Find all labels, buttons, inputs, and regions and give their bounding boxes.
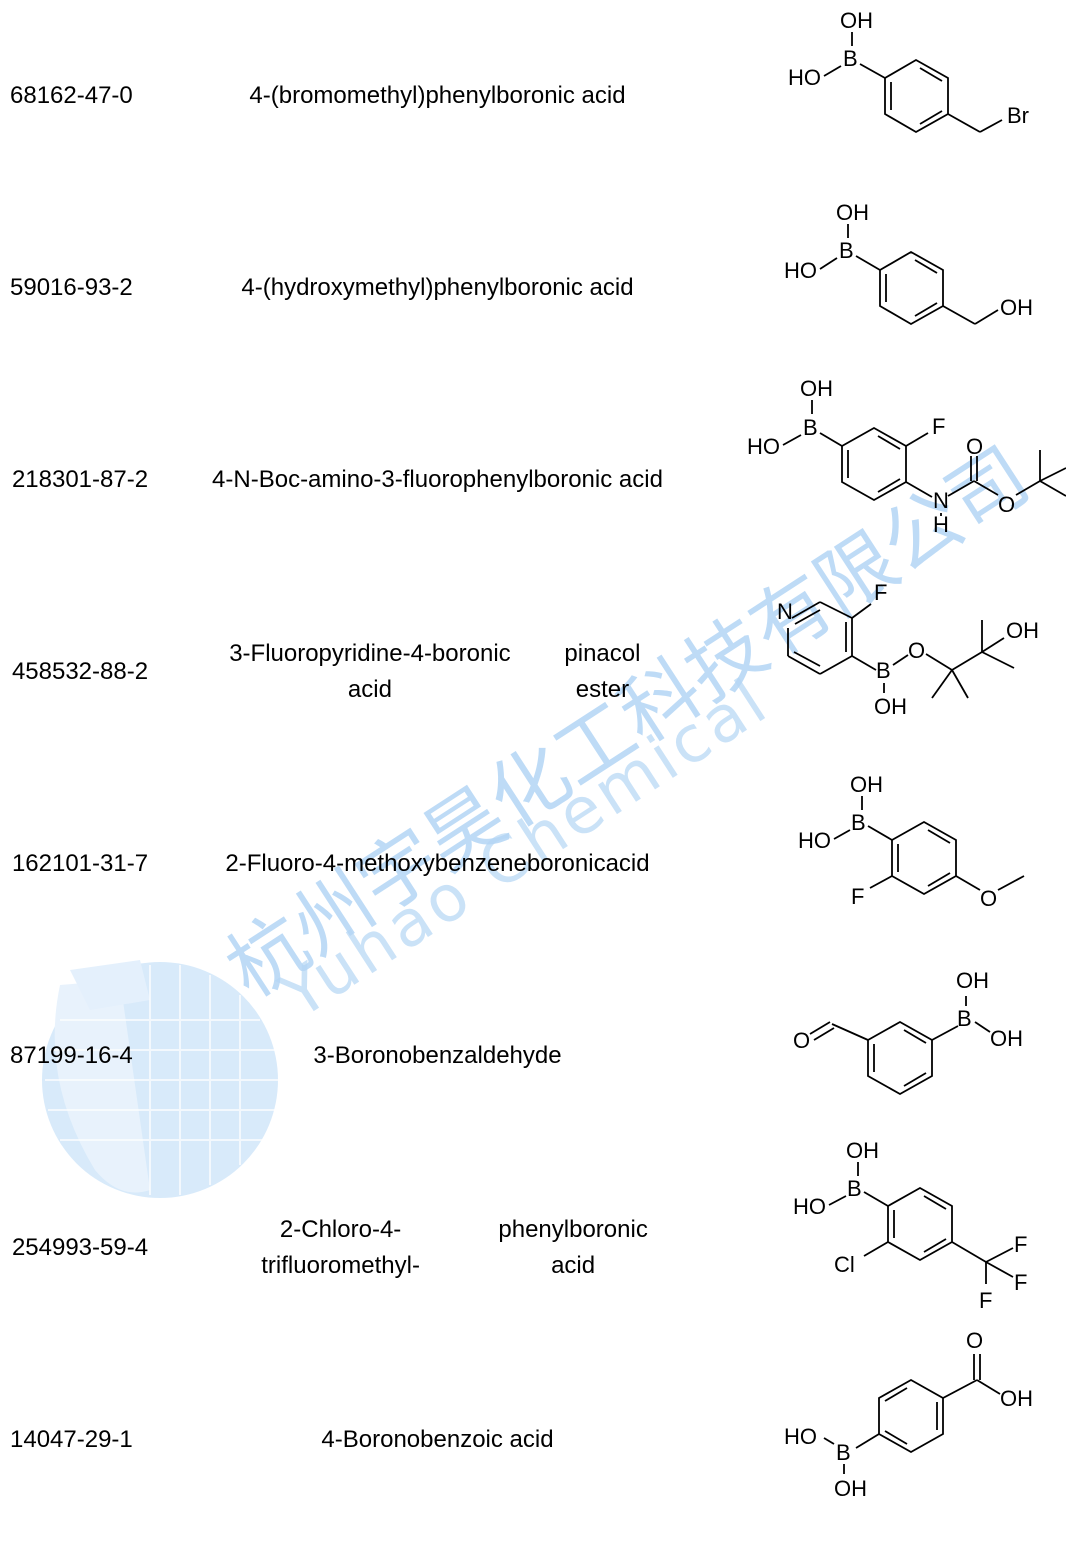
svg-text:OH: OH bbox=[846, 1138, 879, 1163]
structure-3-fluoropyridine-4-boronic-acid-pinacol-ester: N F B OH O OH bbox=[730, 576, 1066, 768]
svg-text:B: B bbox=[843, 46, 858, 71]
svg-text:OH: OH bbox=[956, 968, 989, 993]
structure-4-hydroxymethylphenylboronic-acid: OH B HO OH bbox=[730, 192, 1066, 384]
svg-text:Br: Br bbox=[1007, 103, 1029, 128]
svg-text:HO: HO bbox=[784, 1424, 817, 1449]
svg-text:OH: OH bbox=[834, 1476, 867, 1501]
cas-number: 218301-87-2 bbox=[11, 466, 149, 493]
svg-text:O: O bbox=[966, 1328, 983, 1353]
svg-text:OH: OH bbox=[990, 1026, 1023, 1051]
svg-text:F: F bbox=[932, 414, 945, 439]
cas-number: 458532-88-2 bbox=[11, 658, 149, 685]
svg-text:HO: HO bbox=[747, 434, 780, 459]
svg-text:O: O bbox=[908, 638, 925, 663]
svg-text:O: O bbox=[966, 434, 983, 459]
cas-number: 254993-59-4 bbox=[11, 1234, 149, 1261]
svg-text:Cl: Cl bbox=[834, 1252, 855, 1277]
compound-name: 3-Fluoropyridine-4-boronic acid pinacol … bbox=[229, 640, 641, 703]
compound-row: 458532-88-2 3-Fluoropyridine-4-boronic a… bbox=[0, 576, 1066, 768]
compound-row: 87199-16-4 3-Boronobenzaldehyde O B OH O… bbox=[0, 960, 1066, 1152]
svg-text:HO: HO bbox=[793, 1194, 826, 1219]
structure-4-n-boc-amino-3-fluorophenylboronic-acid: OH B HO F N H O O bbox=[730, 376, 1066, 576]
structure-2-chloro-4-trifluoromethylphenylboronic-acid: OH B HO Cl F F F bbox=[730, 1138, 1066, 1344]
svg-text:F: F bbox=[874, 580, 887, 605]
svg-text:HO: HO bbox=[784, 258, 817, 283]
svg-text:B: B bbox=[876, 658, 891, 683]
svg-text:OH: OH bbox=[1006, 618, 1039, 643]
svg-text:OH: OH bbox=[840, 8, 873, 33]
svg-text:B: B bbox=[847, 1176, 862, 1201]
svg-text:F: F bbox=[1014, 1270, 1027, 1295]
svg-text:F: F bbox=[1014, 1232, 1027, 1257]
svg-text:OH: OH bbox=[836, 200, 869, 225]
svg-text:N: N bbox=[777, 599, 793, 624]
svg-text:B: B bbox=[839, 238, 854, 263]
svg-text:B: B bbox=[836, 1440, 851, 1465]
compound-row: 14047-29-1 4-Boronobenzoic acid O OH B H… bbox=[0, 1328, 1066, 1536]
svg-text:F: F bbox=[979, 1288, 992, 1313]
structure-2-fluoro-4-methoxybenzeneboronic-acid: OH B HO F O bbox=[730, 768, 1066, 960]
svg-text:HO: HO bbox=[798, 828, 831, 853]
cas-number: 14047-29-1 bbox=[10, 1426, 133, 1453]
svg-text:B: B bbox=[957, 1006, 972, 1031]
compound-name: 4-Boronobenzoic acid bbox=[321, 1426, 554, 1453]
svg-text:F: F bbox=[851, 884, 864, 909]
compound-row: 68162-47-0 4-(bromomethyl)phenylboronic … bbox=[0, 0, 1066, 192]
svg-text:HO: HO bbox=[788, 65, 821, 90]
svg-text:O: O bbox=[793, 1028, 810, 1053]
svg-text:O: O bbox=[998, 492, 1015, 517]
compound-row: 218301-87-2 4-N-Boc-amino-3- fluoropheny… bbox=[0, 376, 1066, 576]
compound-row: 162101-31-7 2-Fluoro-4-methoxybenzenebor… bbox=[0, 768, 1066, 960]
svg-text:OH: OH bbox=[1000, 295, 1033, 320]
svg-text:N: N bbox=[933, 488, 949, 513]
compound-name: 4-N-Boc-amino-3- fluorophenylboronic aci… bbox=[212, 466, 663, 493]
compound-row: 59016-93-2 4-(hydroxymethyl)phenylboroni… bbox=[0, 192, 1066, 384]
svg-text:O: O bbox=[980, 886, 997, 911]
structure-3-boronobenzaldehyde: O B OH OH bbox=[730, 960, 1066, 1152]
svg-text:OH: OH bbox=[874, 694, 907, 719]
compound-name: 2-Chloro-4-trifluoromethyl- phenylboroni… bbox=[261, 1216, 648, 1279]
svg-text:B: B bbox=[803, 415, 818, 440]
cas-number: 87199-16-4 bbox=[10, 1042, 133, 1069]
compound-row: 254993-59-4 2-Chloro-4-trifluoromethyl- … bbox=[0, 1138, 1066, 1344]
svg-text:OH: OH bbox=[1000, 1386, 1033, 1411]
compound-name: 4-(hydroxymethyl)phenylboronic acid bbox=[241, 274, 634, 301]
structure-4-bromomethylphenylboronic-acid: OH B HO Br bbox=[730, 0, 1066, 192]
svg-text:OH: OH bbox=[850, 772, 883, 797]
cas-number: 162101-31-7 bbox=[11, 850, 149, 877]
compound-name: 2-Fluoro-4-methoxybenzeneboronic acid bbox=[225, 850, 650, 877]
svg-text:B: B bbox=[851, 810, 866, 835]
compound-name: 3-Boronobenzaldehyde bbox=[313, 1042, 562, 1069]
structure-4-boronobenzoic-acid: O OH B HO OH bbox=[730, 1328, 1066, 1536]
svg-text:H: H bbox=[933, 512, 949, 537]
cas-number: 59016-93-2 bbox=[10, 274, 133, 301]
svg-text:OH: OH bbox=[800, 376, 833, 401]
cas-number: 68162-47-0 bbox=[10, 82, 133, 109]
compound-name: 4-(bromomethyl)phenylboronic acid bbox=[249, 82, 626, 109]
